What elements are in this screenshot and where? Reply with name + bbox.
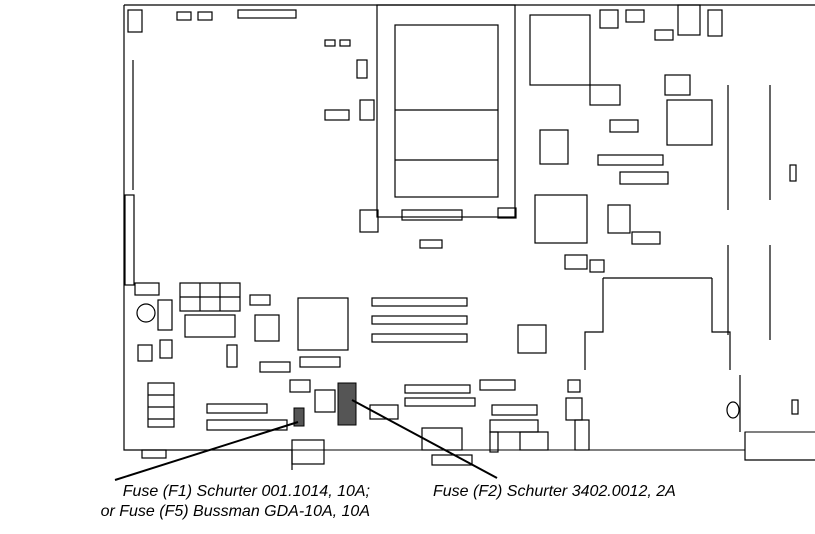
slot-connector <box>584 277 731 370</box>
fuse-f1-leader <box>114 421 299 481</box>
ic-mid-left <box>297 297 349 351</box>
fuse-f1-label-line2: or Fuse (F5) Bussman GDA-10A, 10A <box>100 503 370 520</box>
fuse-f2-label: Fuse (F2) Schurter 3402.0012, 2A <box>433 483 676 500</box>
ic-mid-right <box>534 194 588 244</box>
display-module <box>376 4 516 218</box>
display-window <box>394 24 499 198</box>
fuse-f1-label-line1: Fuse (F1) Schurter 001.1014, 10A; <box>122 483 370 500</box>
left-connector <box>124 194 135 286</box>
board-outline <box>123 4 815 470</box>
board-bottom-edge <box>292 431 815 451</box>
fuse-f1-component <box>293 407 305 427</box>
fuse-f2-component <box>337 382 357 426</box>
fuse-f2-leader <box>351 399 498 479</box>
fuse-f1-callout: Fuse (F1) Schurter 001.1014, 10A; or Fus… <box>0 482 370 522</box>
